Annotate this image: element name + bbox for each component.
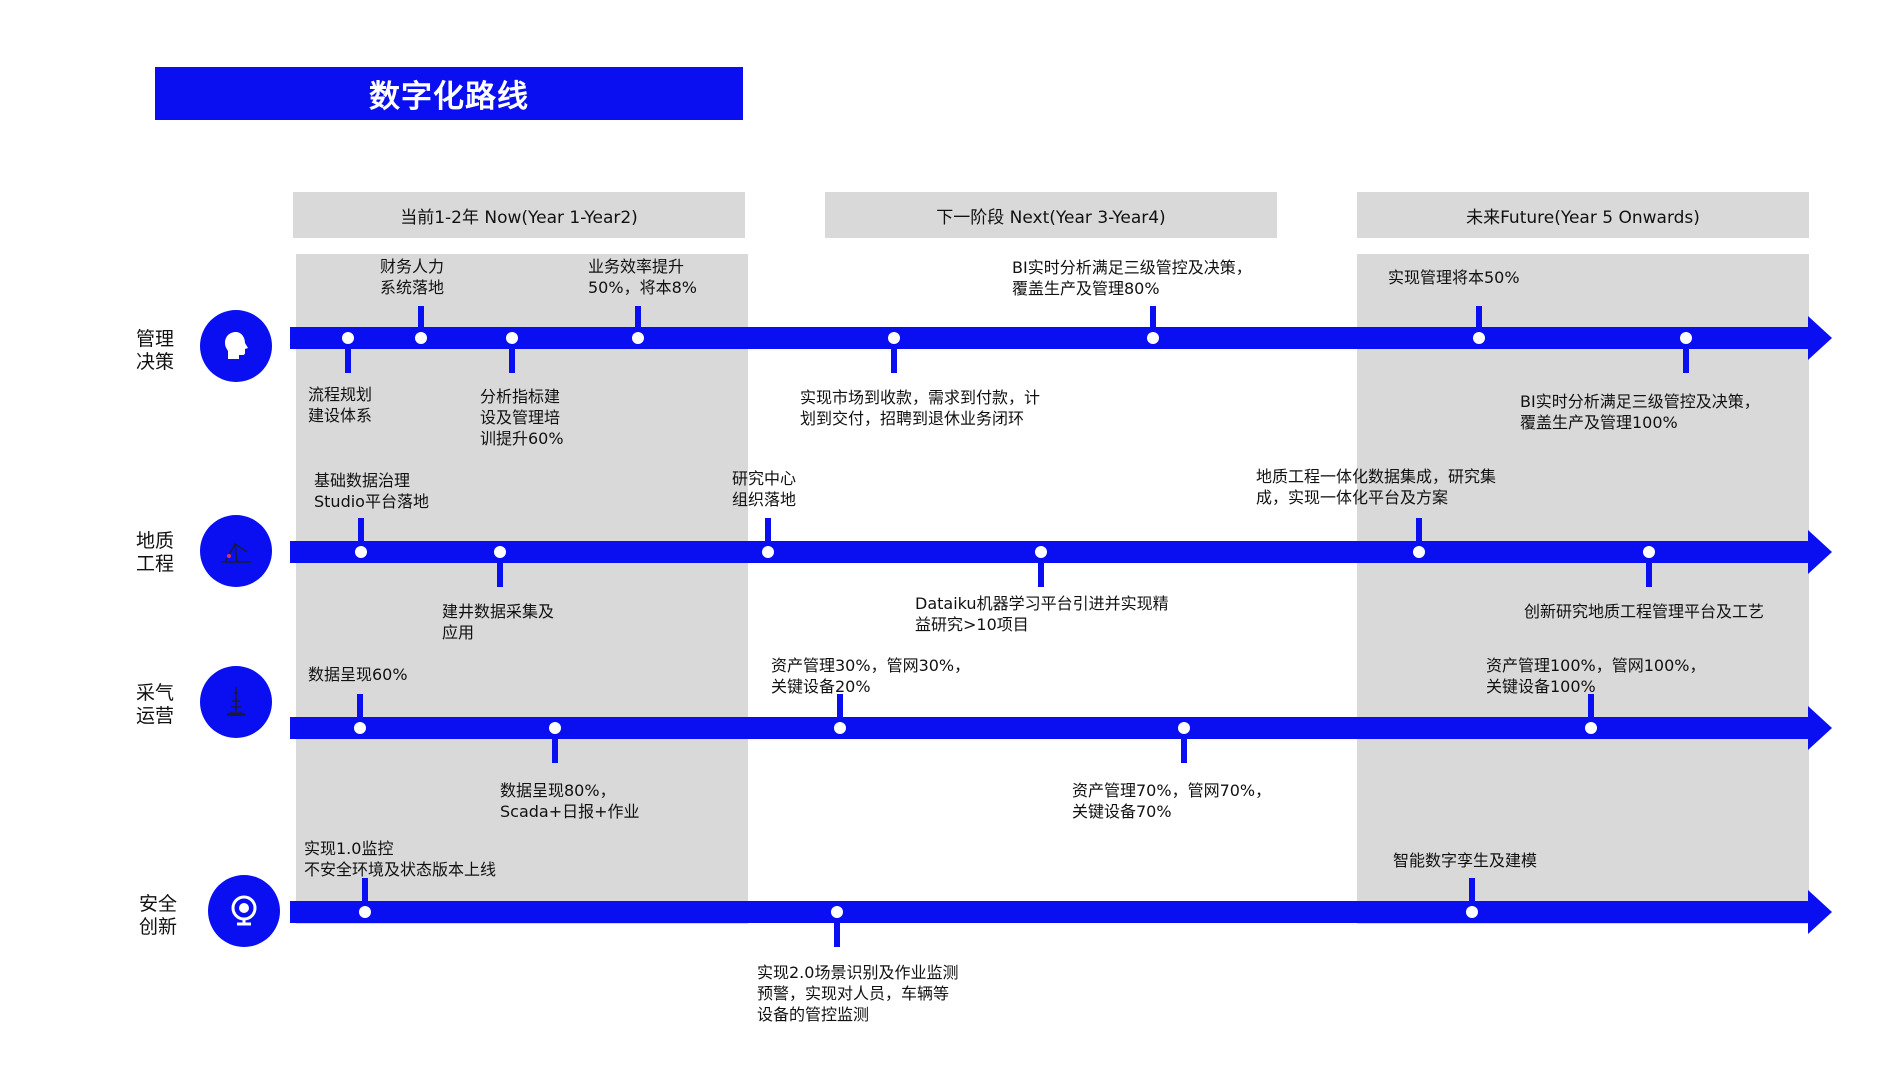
milestone-dot bbox=[1473, 332, 1485, 344]
milestone-dot bbox=[355, 546, 367, 558]
milestone-label: 建井数据采集及 应用 bbox=[442, 602, 555, 642]
milestone-label: BI实时分析满足三级管控及决策， 覆盖生产及管理100% bbox=[1520, 392, 1760, 432]
milestone-stem bbox=[1588, 694, 1594, 718]
milestone-stem bbox=[1416, 518, 1422, 542]
track-safety bbox=[290, 901, 1810, 923]
milestone-stem bbox=[837, 694, 843, 718]
milestone-label: 业务效率提升 50%，将本8% bbox=[588, 257, 697, 297]
milestone-dot bbox=[632, 332, 644, 344]
milestone-label: 数据呈现80%， Scada+日报+作业 bbox=[500, 781, 640, 821]
milestone-label: 实现市场到收款，需求到付款，计 划到交付，招聘到退休业务闭环 bbox=[800, 388, 1041, 428]
track-gas-operation bbox=[290, 717, 1810, 739]
track-geology bbox=[290, 541, 1810, 563]
milestone-dot bbox=[1466, 906, 1478, 918]
milestone-label: 资产管理30%，管网30%， 关键设备20% bbox=[771, 656, 971, 696]
milestone-dot bbox=[359, 906, 371, 918]
webcam-icon bbox=[208, 875, 280, 947]
milestone-label: BI实时分析满足三级管控及决策， 覆盖生产及管理80% bbox=[1012, 258, 1252, 298]
milestone-label: 分析指标建 设及管理培 训提升60% bbox=[480, 387, 564, 448]
milestone-dot bbox=[506, 332, 518, 344]
milestone-label: 财务人力 系统落地 bbox=[380, 257, 445, 297]
phase-band-now bbox=[296, 254, 748, 924]
drill-rig-icon bbox=[200, 515, 272, 587]
milestone-dot bbox=[1147, 332, 1159, 344]
milestone-label: 实现2.0场景识别及作业监测 预警，实现对人员，车辆等 设备的管控监测 bbox=[757, 963, 959, 1024]
milestone-stem bbox=[509, 349, 515, 373]
milestone-stem bbox=[552, 739, 558, 763]
milestone-label: 流程规划 建设体系 bbox=[308, 385, 373, 425]
milestone-stem bbox=[1038, 563, 1044, 587]
phase-header-now: 当前1-2年 Now(Year 1-Year2) bbox=[293, 192, 745, 238]
row-label-management: 管理 决策 bbox=[135, 328, 174, 373]
milestone-label: 创新研究地质工程管理平台及工艺 bbox=[1524, 602, 1765, 621]
milestone-dot bbox=[831, 906, 843, 918]
phase-band-future bbox=[1357, 254, 1809, 924]
milestone-stem bbox=[635, 306, 641, 330]
milestone-stem bbox=[834, 923, 840, 947]
page-title: 数字化路线 bbox=[155, 67, 743, 120]
milestone-label: 资产管理70%，管网70%， 关键设备70% bbox=[1072, 781, 1272, 821]
track-arrow-geology bbox=[1808, 530, 1832, 574]
milestone-label: 基础数据治理 Studio平台落地 bbox=[314, 471, 429, 511]
milestone-stem bbox=[1683, 349, 1689, 373]
milestone-label: 实现管理将本50% bbox=[1388, 268, 1520, 287]
track-arrow-management bbox=[1808, 316, 1832, 360]
row-label-safety: 安全 创新 bbox=[138, 893, 177, 938]
milestone-label: 资产管理100%，管网100%， 关键设备100% bbox=[1486, 656, 1706, 696]
milestone-dot bbox=[762, 546, 774, 558]
milestone-dot bbox=[888, 332, 900, 344]
milestone-stem bbox=[891, 349, 897, 373]
track-management bbox=[290, 327, 1810, 349]
milestone-dot bbox=[834, 722, 846, 734]
milestone-label: 地质工程一体化数据集成，研究集 成，实现一体化平台及方案 bbox=[1256, 467, 1497, 507]
gas-well-icon bbox=[200, 666, 272, 738]
milestone-stem bbox=[418, 306, 424, 330]
phase-header-future: 未来Future(Year 5 Onwards) bbox=[1357, 192, 1809, 238]
milestone-stem bbox=[1181, 739, 1187, 763]
milestone-dot bbox=[1643, 546, 1655, 558]
milestone-dot bbox=[415, 332, 427, 344]
milestone-stem bbox=[362, 878, 368, 902]
milestone-stem bbox=[357, 694, 363, 718]
milestone-stem bbox=[765, 518, 771, 542]
milestone-dot bbox=[1035, 546, 1047, 558]
milestone-stem bbox=[1646, 563, 1652, 587]
milestone-stem bbox=[1476, 306, 1482, 330]
milestone-dot bbox=[1680, 332, 1692, 344]
milestone-dot bbox=[354, 722, 366, 734]
milestone-stem bbox=[1469, 878, 1475, 902]
milestone-stem bbox=[358, 518, 364, 542]
milestone-label: 研究中心 组织落地 bbox=[732, 469, 797, 509]
milestone-stem bbox=[345, 349, 351, 373]
milestone-dot bbox=[1178, 722, 1190, 734]
row-label-geology: 地质 工程 bbox=[135, 530, 174, 575]
milestone-label: 数据呈现60% bbox=[308, 665, 408, 684]
milestone-label: 智能数字孪生及建模 bbox=[1393, 851, 1538, 870]
milestone-stem bbox=[1150, 306, 1156, 330]
milestone-dot bbox=[342, 332, 354, 344]
track-arrow-gas-operation bbox=[1808, 706, 1832, 750]
milestone-stem bbox=[497, 563, 503, 587]
milestone-dot bbox=[494, 546, 506, 558]
head-icon bbox=[200, 310, 272, 382]
milestone-dot bbox=[1585, 722, 1597, 734]
milestone-label: Dataiku机器学习平台引进并实现精 益研究>10项目 bbox=[915, 594, 1169, 634]
row-label-gas-operation: 采气 运营 bbox=[135, 682, 174, 727]
phase-header-next: 下一阶段 Next(Year 3-Year4) bbox=[825, 192, 1277, 238]
milestone-dot bbox=[549, 722, 561, 734]
milestone-dot bbox=[1413, 546, 1425, 558]
milestone-label: 实现1.0监控 不安全环境及状态版本上线 bbox=[304, 839, 497, 879]
track-arrow-safety bbox=[1808, 890, 1832, 934]
